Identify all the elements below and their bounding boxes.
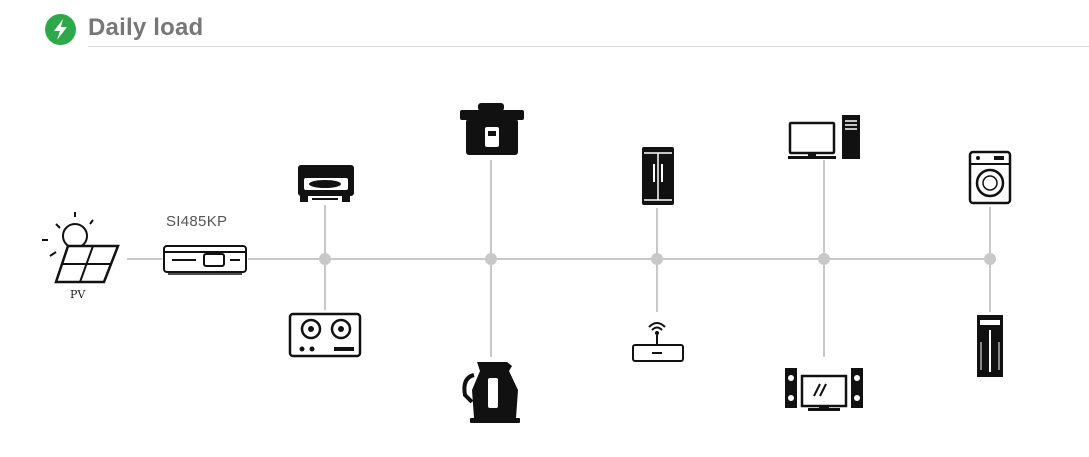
electric-kettle-icon	[462, 362, 520, 423]
junction-node	[818, 253, 830, 265]
lightning-bolt-icon	[45, 14, 76, 45]
portable-power-station-icon	[163, 245, 247, 275]
gas-stove-icon	[288, 312, 362, 358]
junction-node	[319, 253, 331, 265]
junction-nodes	[319, 253, 996, 265]
junction-node	[984, 253, 996, 265]
junction-node	[651, 253, 663, 265]
rice-cooker-icon	[460, 103, 524, 155]
header-divider	[88, 46, 1089, 47]
projector-icon	[298, 165, 354, 202]
refrigerator-icon	[642, 147, 674, 205]
solar-panel-icon	[42, 212, 120, 284]
junction-node	[485, 253, 497, 265]
air-conditioner-icon	[977, 315, 1003, 377]
connection-lines	[127, 160, 993, 357]
section-header: Daily load	[0, 0, 1089, 50]
page-title: Daily load	[88, 14, 204, 41]
washing-machine-icon	[968, 150, 1012, 205]
home-theater-icon	[785, 368, 863, 411]
wifi-router-icon	[632, 322, 684, 362]
pv-label: PV	[70, 288, 86, 301]
desktop-computer-icon	[788, 115, 860, 159]
inverter-model-label: SI485KP	[166, 213, 228, 230]
